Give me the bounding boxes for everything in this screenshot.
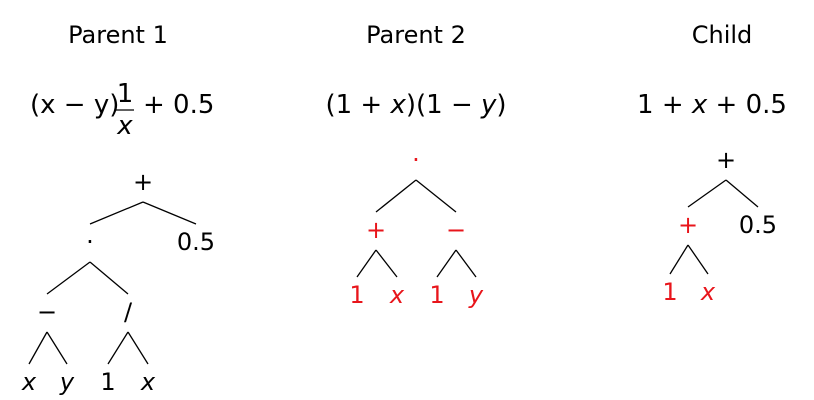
panel-title: Child — [692, 21, 753, 49]
formula-child: 1 + x + 0.5 — [637, 90, 787, 120]
tree-node: x — [389, 281, 405, 309]
tree-edge — [669, 244, 689, 275]
tree-edge — [142, 201, 197, 225]
panel-title: Parent 1 — [68, 21, 168, 49]
tree-node: x — [700, 278, 716, 306]
tree-edge — [687, 179, 727, 208]
panel-parent-1: Parent 1 (x − y) 1 x + 0.5 + · 0.5 − / x… — [21, 21, 215, 396]
tree-node: 1 — [662, 278, 677, 306]
formula-part: x — [389, 90, 406, 120]
tree-node: y — [468, 281, 484, 309]
formula-numerator: 1 — [117, 79, 134, 109]
formula-part: ) — [496, 90, 506, 120]
tree-node: − — [446, 216, 466, 244]
tree-edges-parent-2 — [356, 179, 477, 278]
tree-edge — [436, 249, 457, 278]
tree-node: 1 — [100, 368, 115, 396]
tree-edge — [89, 261, 129, 295]
tree-node: − — [37, 298, 57, 326]
formula-part: (x − y) — [30, 90, 119, 120]
tree-node: · — [412, 146, 420, 174]
tree-node: + — [133, 168, 153, 196]
formula-part: y — [480, 90, 497, 120]
tree-node: x — [21, 368, 37, 396]
tree-node: + — [366, 216, 386, 244]
tree-node: 1 — [429, 281, 444, 309]
tree-edge — [687, 244, 709, 275]
tree-node: x — [140, 368, 156, 396]
formula-part: 1 + — [637, 90, 692, 120]
tree-node: + — [678, 211, 698, 239]
tree-edge — [375, 179, 417, 213]
tree-edge — [46, 331, 68, 365]
formula-part: x — [691, 90, 708, 120]
formula-part: )(1 − — [406, 90, 481, 120]
tree-edge — [455, 249, 477, 278]
panel-title: Parent 2 — [366, 21, 466, 49]
tree-edge — [89, 201, 144, 225]
tree-node: y — [59, 368, 75, 396]
tree-parent-1: + · 0.5 − / x y 1 x — [21, 168, 215, 396]
tree-node: 0.5 — [177, 228, 215, 256]
tree-edges-child — [669, 179, 759, 275]
tree-edge — [415, 179, 457, 213]
panel-parent-2: Parent 2 (1 + x)(1 − y) · + − 1 x 1 y — [325, 21, 506, 309]
tree-edge — [107, 331, 129, 365]
formula-part: + 0.5 — [707, 90, 787, 120]
formula-parent-2: (1 + x)(1 − y) — [325, 90, 506, 120]
tree-edge — [725, 179, 759, 208]
tree-edge — [127, 331, 149, 365]
formula-parent-1: (x − y) 1 x + 0.5 — [30, 79, 214, 141]
tree-node: / — [124, 298, 133, 326]
tree-node: 0.5 — [739, 211, 777, 239]
tree-edges-parent-1 — [28, 201, 197, 365]
formula-denominator: x — [116, 111, 133, 141]
tree-node: · — [86, 228, 94, 256]
tree-node: + — [716, 146, 736, 174]
panel-child: Child 1 + x + 0.5 + + 0.5 1 x — [637, 21, 787, 306]
formula-part: (1 + — [325, 90, 390, 120]
tree-child: + + 0.5 1 x — [662, 146, 777, 306]
tree-node: 1 — [349, 281, 364, 309]
tree-edge — [375, 249, 398, 278]
tree-edge — [356, 249, 377, 278]
svg-text:(x − y): (x − y) — [30, 90, 119, 120]
tree-edge — [28, 331, 48, 365]
formula-part: + 0.5 — [143, 90, 214, 120]
tree-parent-2: · + − 1 x 1 y — [349, 146, 484, 309]
tree-edge — [46, 261, 91, 295]
